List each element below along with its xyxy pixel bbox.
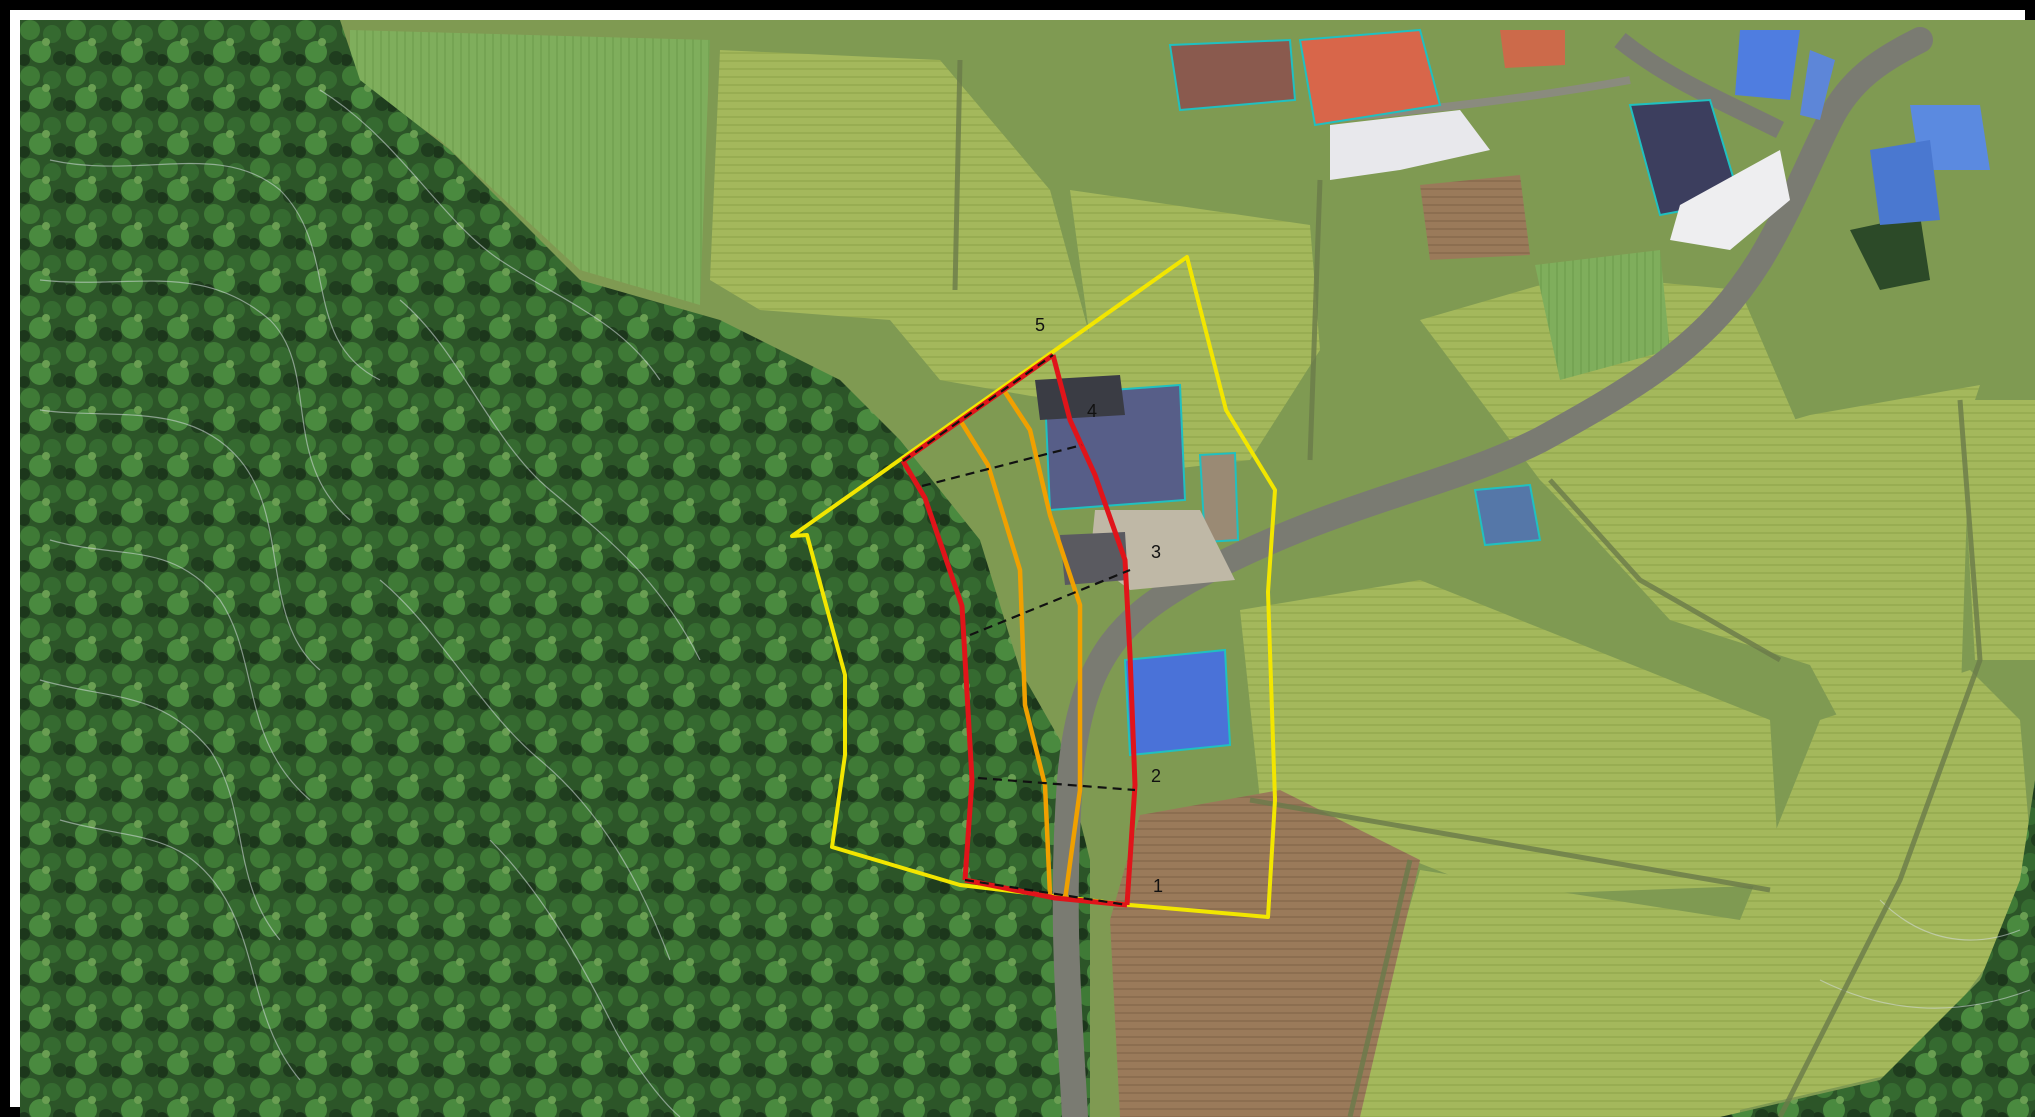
paddy-field [1550,385,1980,740]
field-borders [952,59,1983,1117]
forest-top [1850,215,1930,290]
paddy-field [1710,670,2035,1117]
branch-road [1614,32,1785,139]
brown-field [1110,790,1420,1117]
red-line-left [900,459,975,881]
orange-line-left [958,418,1053,896]
building-roof-blue [1735,30,1800,100]
green-field [1535,250,1670,380]
building-roof-small [1473,483,1542,547]
forest-right [1720,780,2035,1117]
section-line-4 [921,443,1083,488]
red-line-bottom [964,877,1128,908]
red-line-right [1050,354,1138,906]
section-label-4: 4 [1087,401,1097,421]
contour-lines [39,89,2031,1117]
orange-line-right [1003,390,1083,901]
orange-lines [958,390,1083,901]
paddy-field [710,50,1110,410]
buildings [1035,28,1990,757]
paddy-fields [350,30,2035,1117]
building-roof-blue [1123,648,1232,757]
section-label-1: 1 [1153,876,1163,896]
building-roof-blue [1800,50,1835,120]
brown-field [1420,175,1530,260]
paddy-field [1240,580,1780,895]
building-roof-red-small [1500,30,1565,68]
section-label-5: 5 [1035,315,1045,335]
building-roof-small [1198,451,1240,544]
building-roof-white [1330,110,1490,180]
building-roof-dark [1060,532,1128,585]
section-labels: 1 2 3 4 5 [1035,315,1163,896]
section-label-2: 2 [1151,766,1161,786]
section-label-3: 3 [1151,542,1161,562]
forest [20,20,1090,1117]
building-roof-brown [1168,38,1297,112]
aerial-map[interactable]: 1 2 3 4 5 [20,20,2035,1117]
building-roof-blue [1870,140,1940,225]
building-roof-white [1670,150,1790,250]
paddy-field [350,30,710,305]
main-road [1052,27,1933,1117]
paddy-field [1350,870,1740,1117]
section-lines [902,354,1136,907]
building-roof-dark [1035,375,1125,420]
section-line-5 [902,354,1054,462]
section-line-1 [964,878,1128,907]
section-line-3 [969,568,1131,637]
paddy-field [1960,400,2035,660]
building-roof-red [1298,28,1442,127]
section-line-2 [977,776,1136,792]
